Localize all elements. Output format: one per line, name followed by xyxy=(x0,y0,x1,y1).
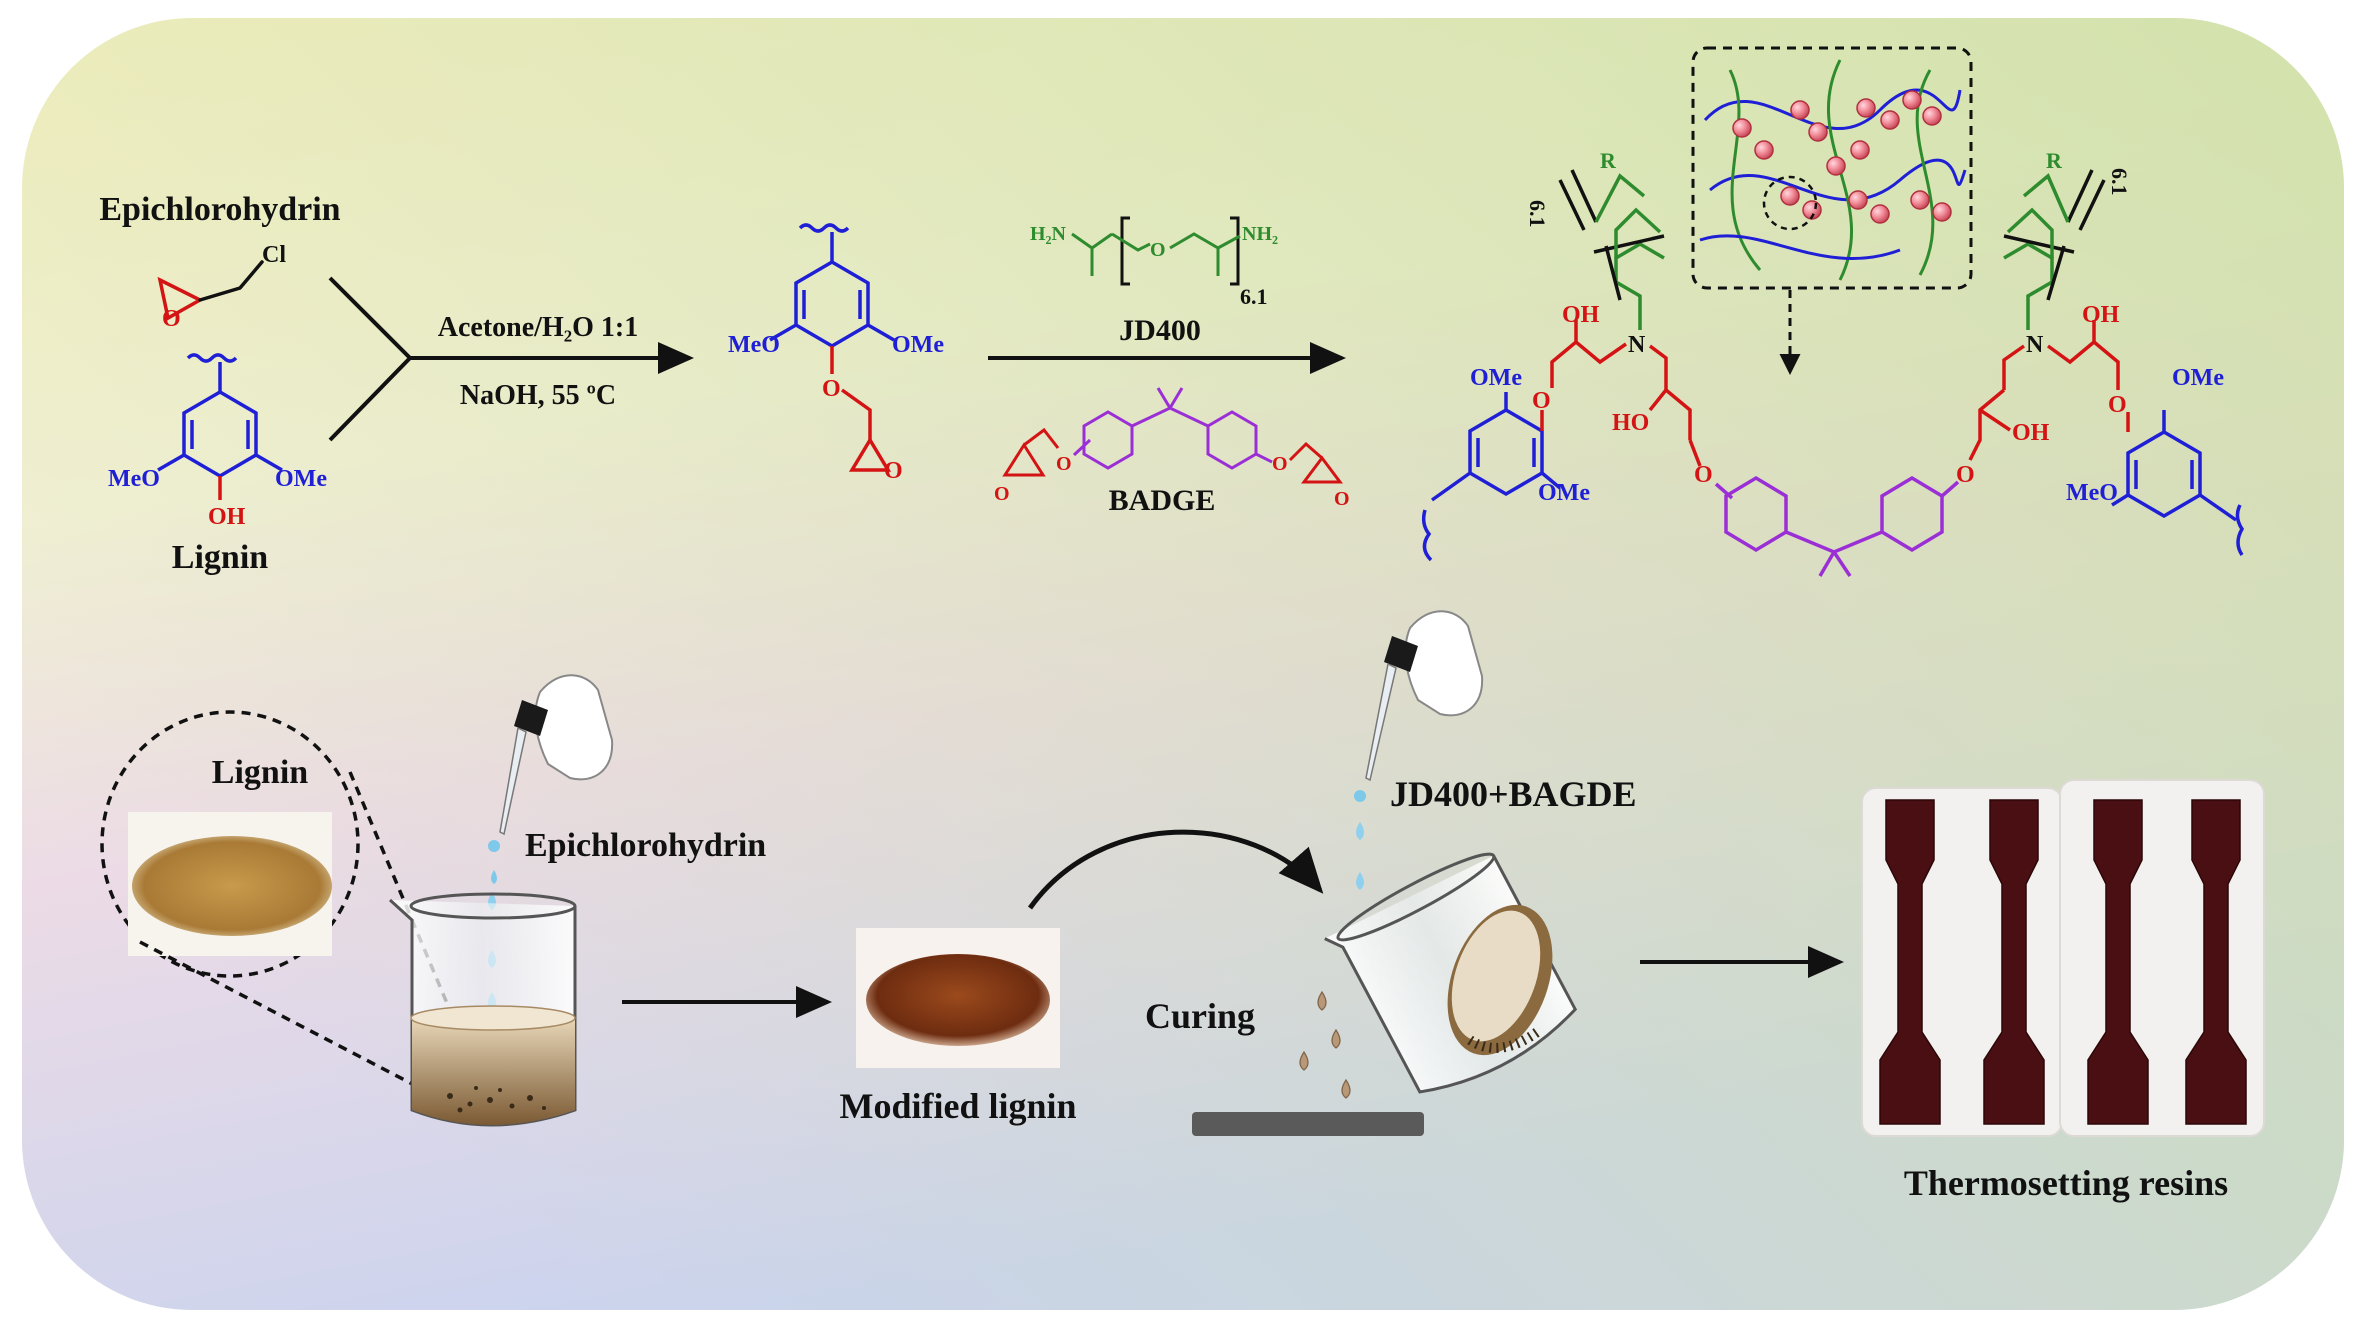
product-ome-left-top: OMe xyxy=(1470,365,1522,391)
jd400-badge-process-label: JD400+BAGDE xyxy=(1390,774,1637,814)
curing-label: Curing xyxy=(1145,996,1255,1036)
epoxy-lignin-meo: MeO xyxy=(728,332,780,358)
product-oh-right: OH xyxy=(2082,302,2120,328)
epichlorohydrin-structure: O Cl xyxy=(157,242,286,332)
badge-ether-o-right: O xyxy=(1272,453,1288,475)
lignin-structure: MeO OMe OH xyxy=(108,353,327,530)
resin-specimen-2 xyxy=(1983,799,2045,1125)
thermosetting-resins-label: Thermosetting resins xyxy=(1904,1163,2228,1203)
modified-lignin-photo xyxy=(856,928,1060,1068)
product-ho-left: HO xyxy=(1612,410,1649,436)
jd400-ether-o: O xyxy=(1150,239,1166,261)
resin-specimen-1 xyxy=(1879,799,1941,1125)
product-oh-mid-right: OH xyxy=(2012,420,2050,446)
curing-plate xyxy=(1192,1112,1424,1136)
epichlorohydrin-oxygen: O xyxy=(162,306,181,332)
lignin-meo: MeO xyxy=(108,466,160,492)
beaker-1 xyxy=(388,892,577,1127)
jd400-label: JD400 xyxy=(1119,314,1201,347)
conditions-top: Acetone/H₂O 1:1 xyxy=(438,312,638,343)
background-tint xyxy=(22,18,2344,1310)
lignin-oh: OH xyxy=(208,504,246,530)
jd400-h2n: H₂N xyxy=(1030,223,1067,245)
resin-specimens-photo xyxy=(1861,779,2265,1137)
lignin-ome: OMe xyxy=(275,466,327,492)
beaker-2 xyxy=(1299,822,1578,1099)
modified-lignin-powder xyxy=(866,954,1050,1046)
curved-arrow xyxy=(1027,829,1324,910)
product-repeat-left: 6.1 xyxy=(1525,200,1550,228)
product-r-left: R xyxy=(1600,148,1617,173)
epoxy-lignin-ether-o: O xyxy=(822,376,841,402)
product-r-right: R xyxy=(2046,148,2063,173)
resin-specimen-3 xyxy=(2087,799,2149,1125)
product-ome-right-top: OMe xyxy=(2172,365,2224,391)
product-ether-o-mid-right: O xyxy=(1956,462,1975,488)
resin-specimen-4 xyxy=(2185,799,2247,1125)
product-network-structure: OMe OMe O OH N HO O O OH N OH O xyxy=(1421,148,2245,577)
product-n-left: N xyxy=(1628,332,1646,358)
epichlorohydrin-process-label: Epichlorohydrin xyxy=(525,827,766,864)
lignin-powder-callout xyxy=(100,710,482,1090)
badge-label: BADGE xyxy=(1109,484,1216,517)
product-ether-o-right: O xyxy=(2108,392,2127,418)
epoxy-lignin-structure: MeO OMe O O xyxy=(728,223,944,484)
badge-epoxide-o-right: O xyxy=(1334,488,1350,510)
product-ome-left-bottom: OMe xyxy=(1538,480,1590,506)
badge-epoxide-o-left: O xyxy=(994,483,1010,505)
network-zoom-box xyxy=(1691,46,1973,375)
dropper-hand-2 xyxy=(1354,610,1484,802)
epoxy-lignin-ome: OMe xyxy=(892,332,944,358)
jd400-nh2: NH₂ xyxy=(1242,223,1278,245)
modified-lignin-label: Modified lignin xyxy=(839,1086,1076,1126)
crosslink-spheres xyxy=(1732,90,1952,224)
jd400-repeat: 6.1 xyxy=(1240,284,1268,309)
product-oh-left: OH xyxy=(1562,302,1600,328)
product-repeat-right: 6.1 xyxy=(2107,168,2132,196)
badge-ether-o-left: O xyxy=(1056,453,1072,475)
lignin-title: Lignin xyxy=(172,539,268,576)
product-n-right: N xyxy=(2026,332,2044,358)
product-meo-right-bottom: MeO xyxy=(2066,480,2118,506)
epoxy-lignin-epoxide-o: O xyxy=(884,458,903,484)
lignin-powder-label: Lignin xyxy=(212,754,308,791)
product-ether-o-mid-left: O xyxy=(1694,462,1713,488)
jd400-structure: H₂N O NH₂ 6.1 xyxy=(1030,216,1278,309)
badge-structure: O O O O xyxy=(994,387,1350,510)
epichlorohydrin-title: Epichlorohydrin xyxy=(99,191,340,228)
lignin-powder xyxy=(132,836,332,936)
product-ether-o-left: O xyxy=(1532,388,1551,414)
epichlorohydrin-cl: Cl xyxy=(262,242,286,268)
dropper-hand-1 xyxy=(488,674,614,884)
conditions-bottom: NaOH, 55 ºC xyxy=(460,380,616,411)
